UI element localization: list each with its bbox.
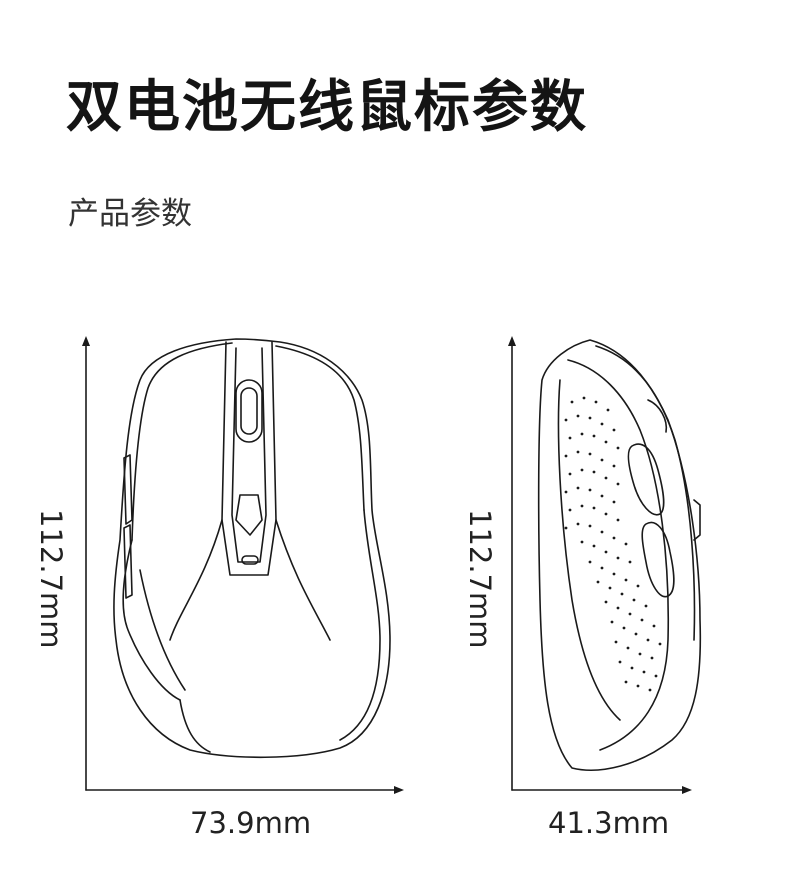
- side-width-label: 41.3mm: [548, 806, 670, 840]
- mouse-front-view: [113, 338, 391, 759]
- front-height-label: 112.7mm: [34, 509, 68, 649]
- page-title: 双电池无线鼠标参数: [66, 75, 588, 140]
- front-dimension-axes: [82, 336, 404, 794]
- side-dimension-axes: [508, 336, 692, 794]
- section-subtitle: 产品参数: [68, 196, 192, 232]
- side-height-label: 112.7mm: [463, 509, 497, 649]
- grip-texture: [564, 396, 662, 692]
- mouse-side-view: [537, 339, 702, 771]
- front-width-label: 73.9mm: [190, 806, 312, 840]
